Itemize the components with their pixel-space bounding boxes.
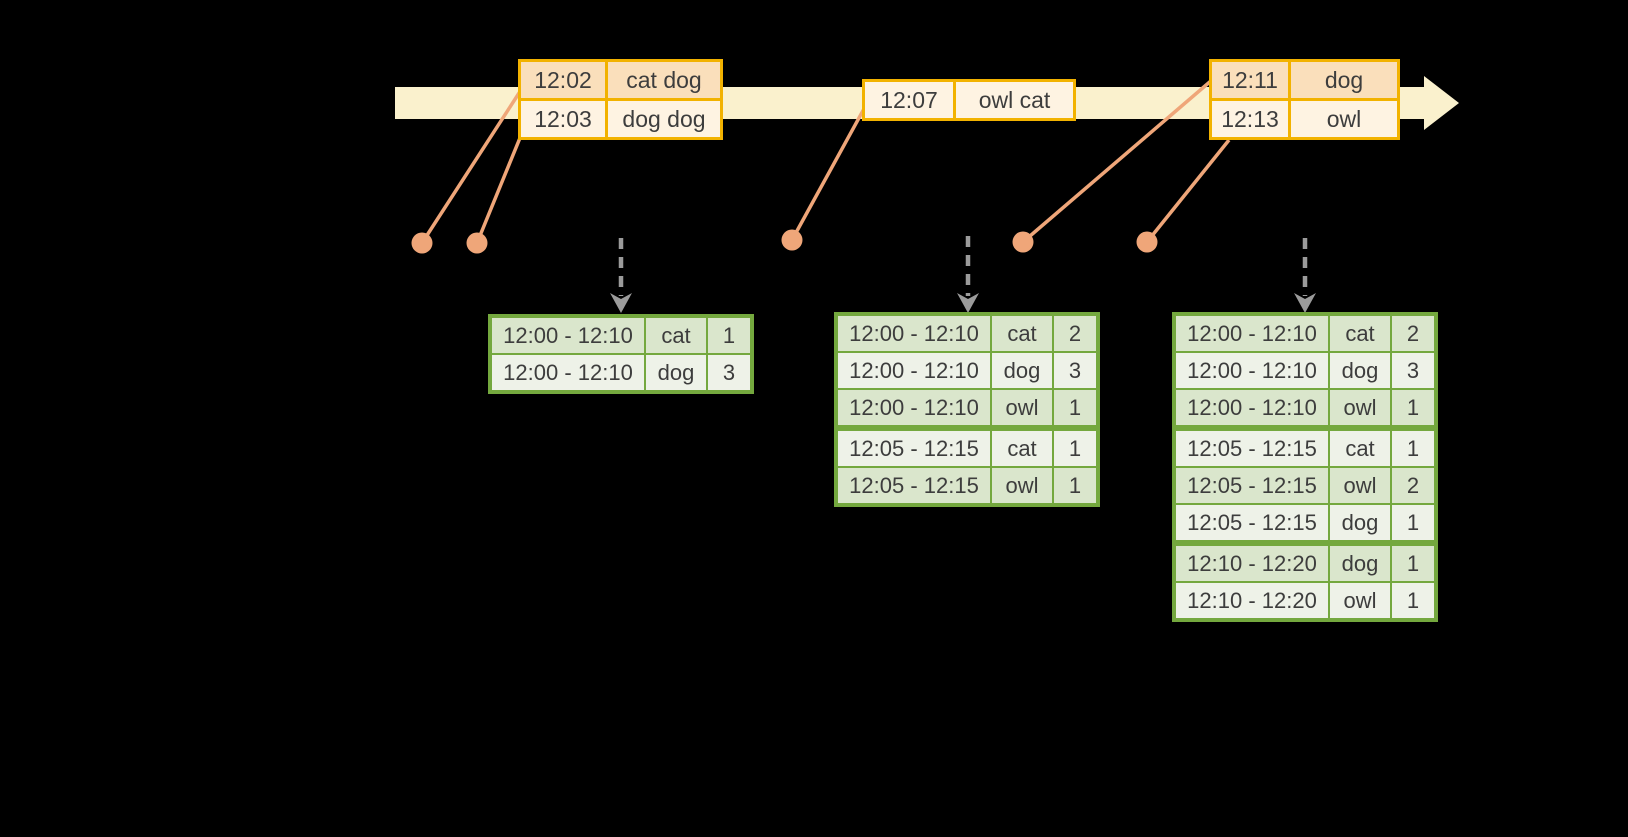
count-cell: 1	[1054, 431, 1096, 466]
word-cell: dog	[646, 355, 706, 390]
result-row: 12:10 - 12:20 owl 1	[1176, 583, 1434, 618]
event-words-cell: owl cat	[956, 82, 1073, 118]
count-cell: 1	[1392, 546, 1434, 581]
count-cell: 1	[1392, 390, 1434, 425]
trigger-arrowhead	[610, 293, 632, 313]
window-cell: 12:05 - 12:15	[1176, 468, 1328, 503]
event-connector-line	[420, 89, 523, 244]
result-row: 12:00 - 12:10 cat 2	[838, 316, 1096, 351]
window-cell: 12:05 - 12:15	[838, 431, 990, 466]
event-row: 12:02 cat dog	[521, 62, 720, 98]
count-cell: 1	[1054, 390, 1096, 425]
event-dot	[1012, 231, 1034, 253]
window-cell: 12:05 - 12:15	[1176, 431, 1328, 466]
result-row: 12:00 - 12:10 owl 1	[1176, 390, 1434, 425]
word-cell: cat	[1330, 431, 1390, 466]
count-cell: 1	[1392, 431, 1434, 466]
result-table-2: 12:00 - 12:10 cat 2 12:00 - 12:10 dog 3 …	[834, 312, 1100, 507]
event-dot	[411, 232, 433, 254]
event-words-cell: owl	[1291, 101, 1397, 137]
result-row: 12:05 - 12:15 cat 1	[838, 431, 1096, 466]
word-cell: owl	[992, 468, 1052, 503]
count-cell: 1	[1392, 505, 1434, 540]
result-row: 12:05 - 12:15 cat 1	[1176, 431, 1434, 466]
result-row: 12:00 - 12:10 dog 3	[838, 353, 1096, 388]
window-cell: 12:10 - 12:20	[1176, 546, 1328, 581]
window-cell: 12:10 - 12:20	[1176, 583, 1328, 618]
event-dot	[1136, 231, 1158, 253]
event-time-cell: 12:02	[521, 62, 605, 98]
event-dot	[781, 229, 803, 251]
result-row: 12:00 - 12:10 owl 1	[838, 390, 1096, 425]
event-connector-line	[790, 106, 867, 241]
event-words-cell: dog dog	[608, 101, 720, 137]
result-row: 12:00 - 12:10 dog 3	[1176, 353, 1434, 388]
event-row: 12:07 owl cat	[865, 82, 1073, 118]
count-cell: 3	[708, 355, 750, 390]
count-cell: 3	[1392, 353, 1434, 388]
result-row: 12:05 - 12:15 dog 1	[1176, 505, 1434, 540]
result-row: 12:05 - 12:15 owl 2	[1176, 468, 1434, 503]
window-cell: 12:00 - 12:10	[492, 318, 644, 353]
word-cell: cat	[1330, 316, 1390, 351]
event-connector-line	[475, 132, 524, 244]
window-cell: 12:00 - 12:10	[838, 390, 990, 425]
count-cell: 2	[1392, 316, 1434, 351]
count-cell: 1	[1392, 583, 1434, 618]
word-cell: owl	[1330, 583, 1390, 618]
event-row: 12:11 dog	[1212, 62, 1397, 98]
window-cell: 12:00 - 12:10	[1176, 390, 1328, 425]
event-time-cell: 12:11	[1212, 62, 1288, 98]
count-cell: 3	[1054, 353, 1096, 388]
word-cell: owl	[992, 390, 1052, 425]
event-table-1: 12:02 cat dog 12:03 dog dog	[518, 59, 723, 140]
result-table-3: 12:00 - 12:10 cat 2 12:00 - 12:10 dog 3 …	[1172, 312, 1438, 622]
event-connector-line	[1021, 78, 1214, 244]
event-time-cell: 12:13	[1212, 101, 1288, 137]
count-cell: 2	[1054, 316, 1096, 351]
window-cell: 12:00 - 12:10	[838, 353, 990, 388]
count-cell: 2	[1392, 468, 1434, 503]
count-cell: 1	[1054, 468, 1096, 503]
result-table-1: 12:00 - 12:10 cat 1 12:00 - 12:10 dog 3	[488, 314, 754, 394]
trigger-arrowhead	[957, 293, 979, 313]
event-words-cell: dog	[1291, 62, 1397, 98]
word-cell: dog	[1330, 505, 1390, 540]
event-row: 12:13 owl	[1212, 101, 1397, 137]
trigger-arrowhead	[1294, 293, 1316, 313]
count-cell: 1	[708, 318, 750, 353]
result-row: 12:00 - 12:10 dog 3	[492, 355, 750, 390]
window-cell: 12:00 - 12:10	[838, 316, 990, 351]
word-cell: dog	[992, 353, 1052, 388]
window-cell: 12:00 - 12:10	[1176, 353, 1328, 388]
window-cell: 12:00 - 12:10	[492, 355, 644, 390]
result-row: 12:05 - 12:15 owl 1	[838, 468, 1096, 503]
word-cell: cat	[992, 431, 1052, 466]
window-cell: 12:00 - 12:10	[1176, 316, 1328, 351]
word-cell: owl	[1330, 468, 1390, 503]
word-cell: dog	[1330, 353, 1390, 388]
window-cell: 12:05 - 12:15	[1176, 505, 1328, 540]
word-cell: dog	[1330, 546, 1390, 581]
event-time-cell: 12:07	[865, 82, 953, 118]
event-table-2: 12:07 owl cat	[862, 79, 1076, 121]
word-cell: cat	[646, 318, 706, 353]
word-cell: cat	[992, 316, 1052, 351]
result-row: 12:00 - 12:10 cat 1	[492, 318, 750, 353]
word-cell: owl	[1330, 390, 1390, 425]
event-table-3: 12:11 dog 12:13 owl	[1209, 59, 1400, 140]
event-dot	[466, 232, 488, 254]
result-row: 12:10 - 12:20 dog 1	[1176, 546, 1434, 581]
result-row: 12:00 - 12:10 cat 2	[1176, 316, 1434, 351]
event-row: 12:03 dog dog	[521, 101, 720, 137]
event-connector-line	[1145, 138, 1231, 244]
event-time-cell: 12:03	[521, 101, 605, 137]
event-words-cell: cat dog	[608, 62, 720, 98]
window-cell: 12:05 - 12:15	[838, 468, 990, 503]
